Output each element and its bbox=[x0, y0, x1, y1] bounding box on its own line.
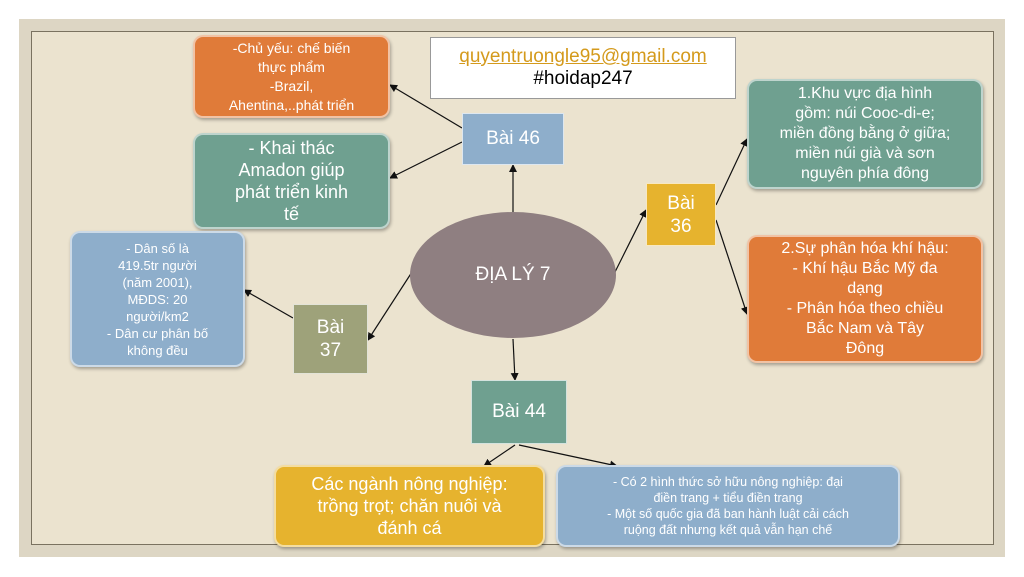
arrow-bai44-ownership bbox=[518, 444, 618, 469]
note-agriculture-line-2: trồng trọt; chăn nuôi và bbox=[317, 496, 502, 516]
arrow-bai44-agriculture bbox=[483, 444, 516, 467]
note-terrain-line-1: 1.Khu vực địa hình bbox=[797, 85, 933, 102]
note-climate-line-3: dạng bbox=[847, 280, 883, 297]
note-terrain-line-3: miền đồng bằng ở giữa; bbox=[779, 125, 951, 142]
arrow-center-bai36 bbox=[613, 209, 647, 275]
lesson-bai44: Bài 44 bbox=[471, 380, 567, 444]
lesson-bai36: Bài 36 bbox=[646, 183, 716, 246]
arrow-center-bai44 bbox=[510, 338, 519, 381]
lesson-bai36-label-1: Bài bbox=[667, 192, 695, 214]
contact-box: quyentruongle95@gmail.com #hoidap247 bbox=[430, 37, 736, 99]
hashtag-label: #hoidap247 bbox=[533, 68, 633, 89]
note-food-line-1: -Chủ yếu: chế biến bbox=[232, 39, 351, 56]
arrow-bai36-terrain bbox=[715, 138, 748, 206]
note-climate-line-5: Bắc Nam và Tây bbox=[806, 320, 924, 337]
lesson-bai46-label: Bài 46 bbox=[486, 128, 540, 149]
note-climate-line-4: - Phân hóa theo chiều bbox=[786, 300, 944, 317]
note-population: - Dân số là 419.5tr người (năm 2001), MĐ… bbox=[70, 231, 245, 367]
note-ownership-line-4: ruộng đất nhưng kết quả vẫn hạn chế bbox=[623, 523, 833, 537]
note-food-line-3: -Brazil, bbox=[269, 77, 314, 94]
note-amazon-line-3: phát triển kinh bbox=[234, 182, 349, 202]
lesson-bai46: Bài 46 bbox=[462, 113, 564, 165]
note-terrain: 1.Khu vực địa hình gồm: núi Cooc-di-e; m… bbox=[747, 79, 983, 189]
note-climate-line-1: 2.Sự phân hóa khí hậu: bbox=[781, 240, 949, 257]
arrow-center-bai37 bbox=[367, 271, 413, 341]
note-population-line-7: không đều bbox=[127, 342, 188, 358]
note-population-line-5: người/km2 bbox=[126, 308, 189, 324]
note-population-line-3: (năm 2001), bbox=[122, 274, 193, 290]
note-ownership-line-1: - Có 2 hình thức sở hữu nông nghiệp: đại bbox=[613, 475, 843, 489]
note-climate: 2.Sự phân hóa khí hậu: - Khí hậu Bắc Mỹ … bbox=[747, 235, 983, 363]
note-amazon-line-4: tế bbox=[283, 204, 299, 224]
center-label: ĐỊA LÝ 7 bbox=[475, 264, 551, 285]
note-terrain-line-5: nguyên phía đông bbox=[800, 165, 930, 182]
center-topic: ĐỊA LÝ 7 bbox=[410, 212, 616, 338]
note-terrain-line-4: miền núi già và sơn bbox=[795, 145, 935, 162]
note-agriculture: Các ngành nông nghiệp: trồng trọt; chăn … bbox=[274, 465, 545, 547]
note-ownership-line-2: điền trang + tiểu điền trang bbox=[653, 491, 803, 505]
lesson-bai37-label-1: Bài bbox=[316, 317, 345, 338]
note-population-line-4: MĐDS: 20 bbox=[127, 291, 188, 307]
arrow-bai46-amazon bbox=[389, 141, 463, 179]
note-land-ownership: - Có 2 hình thức sở hữu nông nghiệp: đại… bbox=[556, 465, 900, 547]
lesson-bai37: Bài 37 bbox=[293, 304, 368, 374]
note-amazon-line-2: Amadon giúp bbox=[238, 160, 345, 180]
lesson-bai37-label-2: 37 bbox=[319, 340, 342, 361]
note-population-line-1: - Dân số là bbox=[126, 240, 189, 256]
lesson-bai36-label-2: 36 bbox=[670, 215, 692, 237]
note-food-line-2: thực phẩm bbox=[258, 58, 325, 75]
note-food-processing: -Chủ yếu: chế biến thực phẩm -Brazil, Ah… bbox=[193, 35, 390, 118]
note-agriculture-line-3: đánh cá bbox=[377, 518, 442, 538]
note-population-line-6: - Dân cư phân bố bbox=[106, 325, 209, 341]
note-amazon: - Khai thác Amadon giúp phát triển kinh … bbox=[193, 133, 390, 229]
arrow-bai46-food bbox=[389, 84, 463, 129]
arrow-bai37-population bbox=[243, 289, 294, 319]
note-population-line-2: 419.5tr người bbox=[118, 257, 197, 273]
note-climate-line-6: Đông bbox=[845, 340, 885, 357]
note-amazon-line-1: - Khai thác bbox=[248, 138, 335, 158]
email-link[interactable]: quyentruongle95@gmail.com bbox=[459, 46, 707, 67]
note-climate-line-2: - Khí hậu Bắc Mỹ đa bbox=[792, 260, 938, 277]
note-food-line-4: Ahentina,..phát triển bbox=[228, 96, 355, 113]
arrow-bai36-climate bbox=[715, 219, 749, 315]
lesson-bai44-label: Bài 44 bbox=[492, 401, 546, 422]
note-terrain-line-2: gồm: núi Cooc-di-e; bbox=[795, 105, 935, 122]
note-agriculture-line-1: Các ngành nông nghiệp: bbox=[311, 474, 508, 494]
note-ownership-line-3: - Một số quốc gia đã ban hành luật cải c… bbox=[607, 507, 849, 521]
